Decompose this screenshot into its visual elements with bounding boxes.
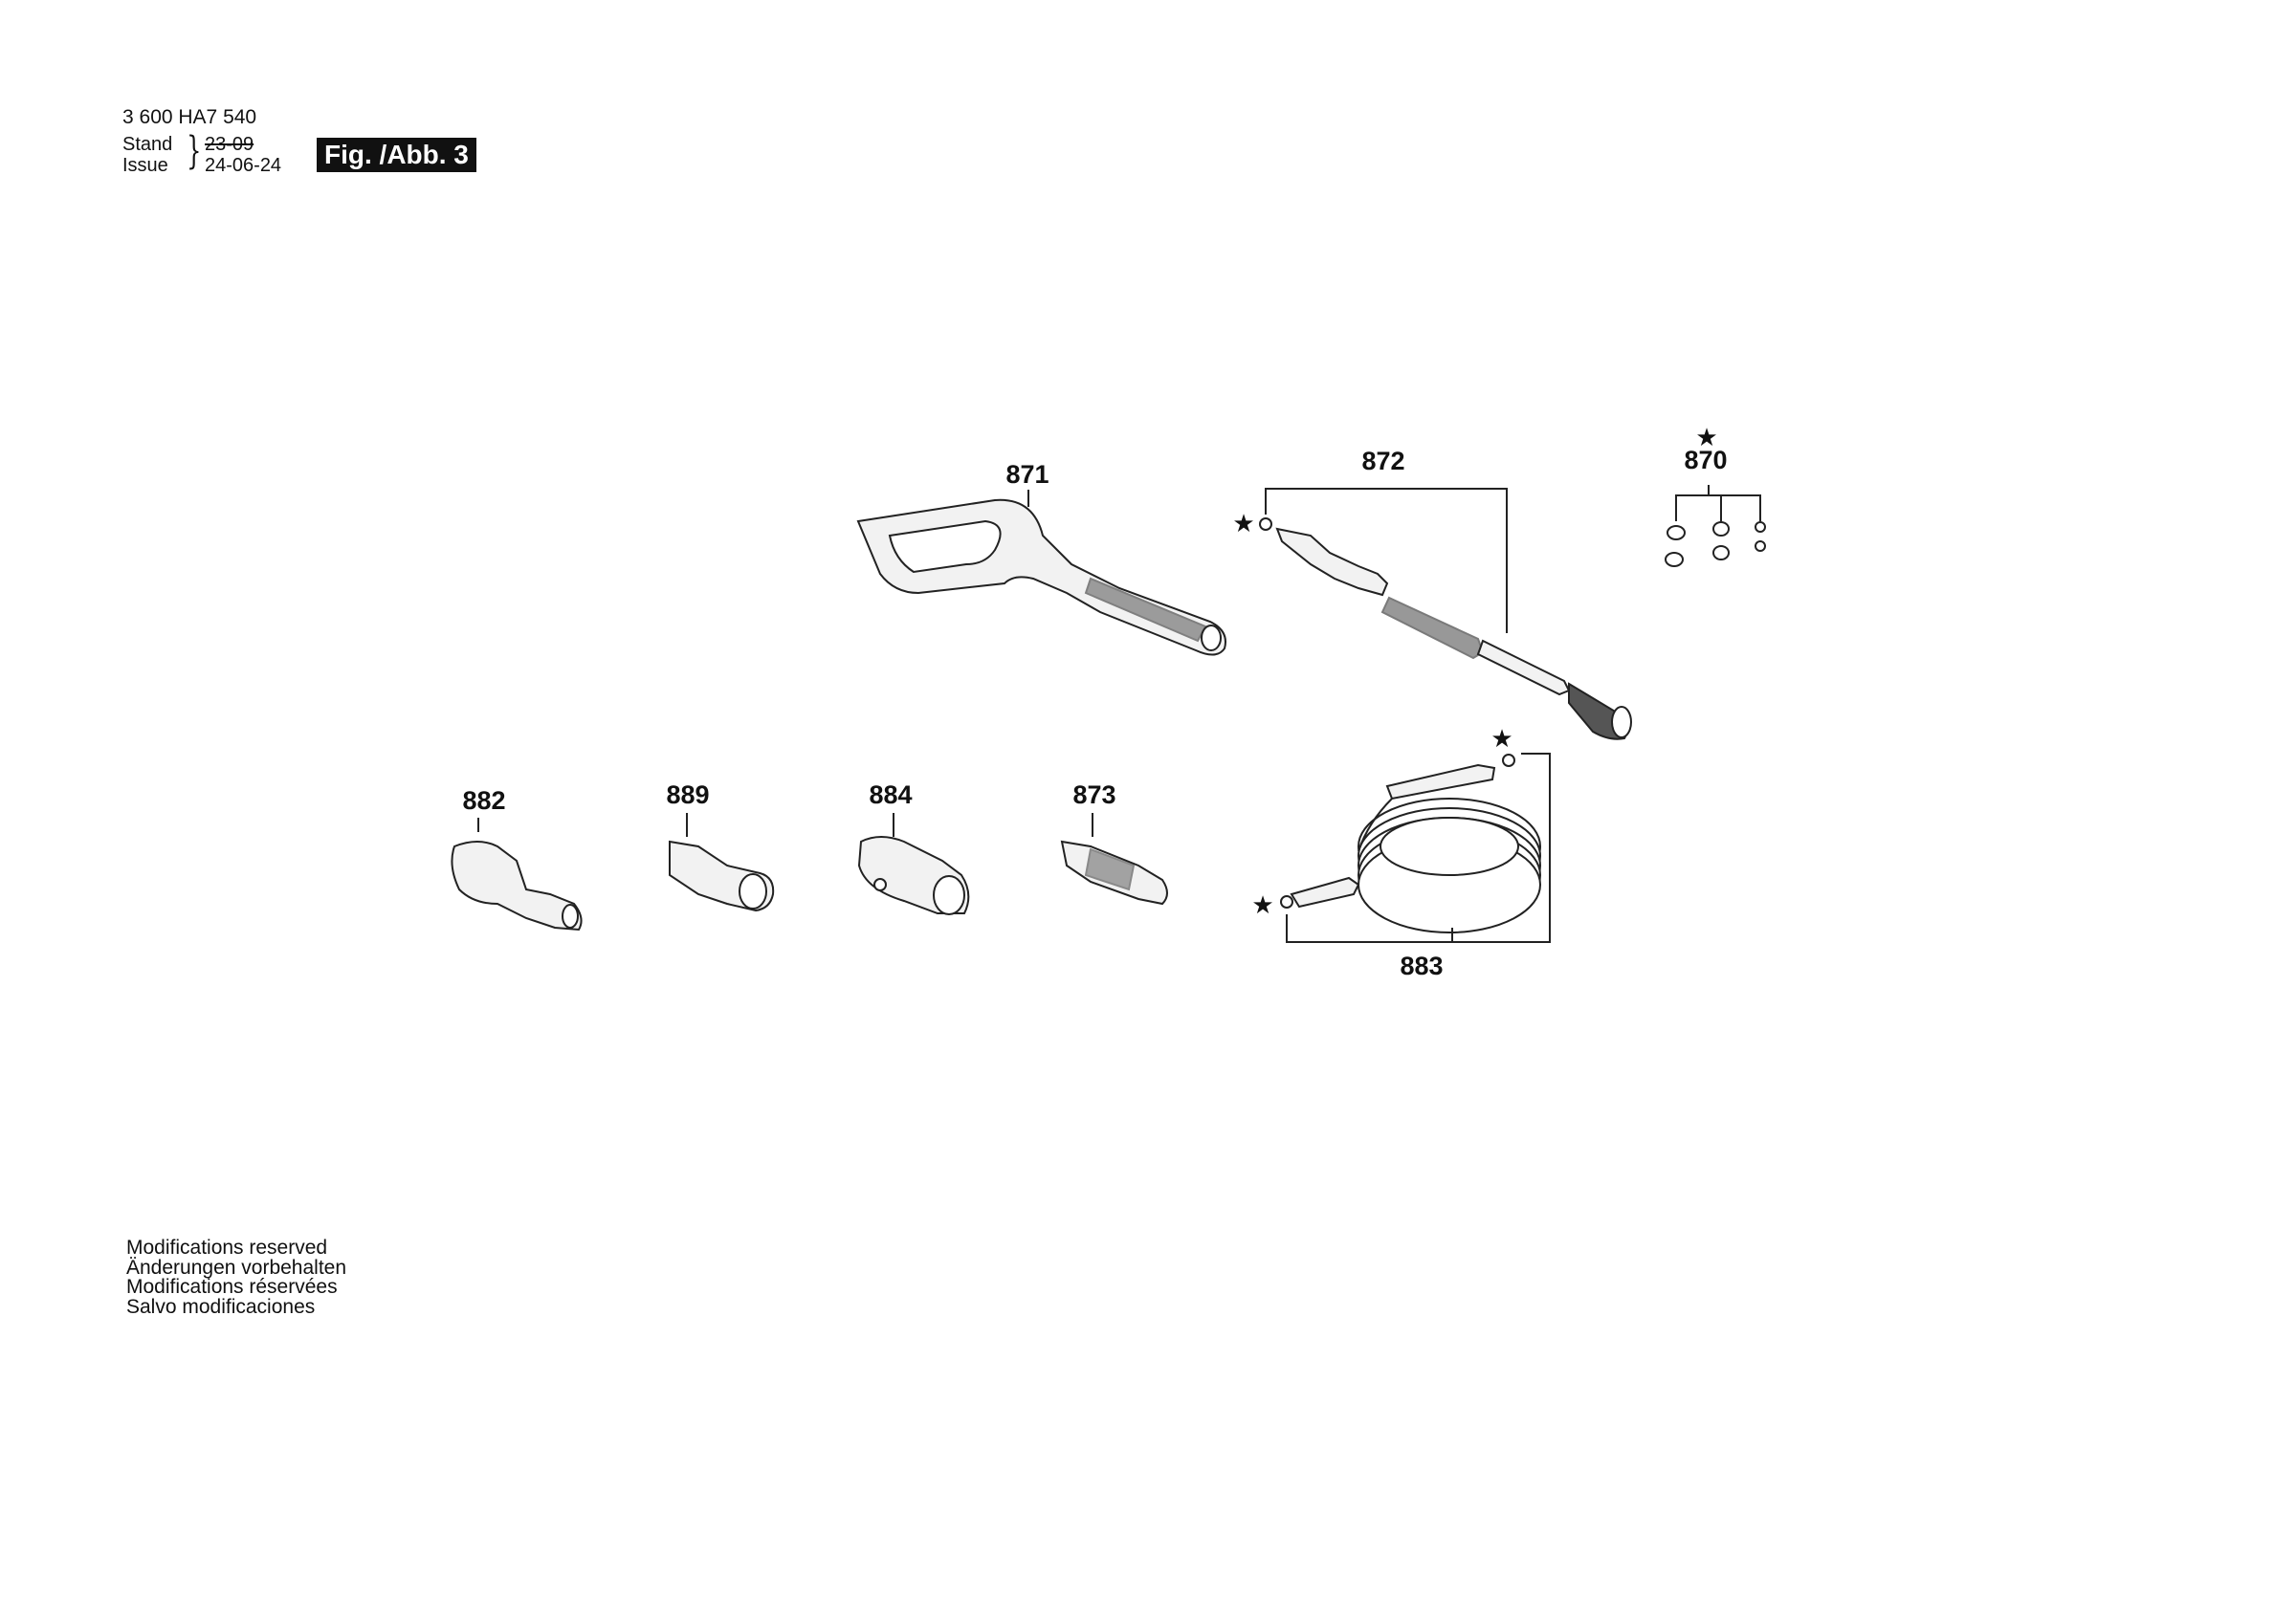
revision-dates: 23-09 24-06-24 <box>205 134 320 176</box>
brace-icon: } <box>187 129 202 173</box>
modifications-notice: Modifications reserved Änderungen vorbeh… <box>126 1237 347 1318</box>
part-870-o-ring-set <box>1665 485 1766 567</box>
notice-line-de: Änderungen vorbehalten <box>126 1256 347 1279</box>
part-label-872: 872 <box>1361 447 1404 475</box>
star-marker-icon: ★ <box>1251 891 1273 920</box>
part-882-adapter <box>451 841 583 932</box>
star-marker-icon: ★ <box>1232 510 1254 538</box>
revision-labels: Stand Issue <box>122 134 189 176</box>
part-872-lance <box>1259 517 1632 740</box>
figure-label: Fig. /Abb. 3 <box>317 138 476 172</box>
part-889-hose-connector <box>669 840 775 912</box>
notice-line-en: Modifications reserved <box>126 1237 328 1259</box>
document-number: 3 600 HA7 540 <box>122 106 257 128</box>
part-label-870: 870 <box>1684 446 1727 474</box>
part-873-nozzle <box>1060 840 1168 906</box>
issue-date: 24-06-24 <box>205 155 282 176</box>
part-label-882: 882 <box>462 786 505 815</box>
part-883-high-pressure-hose <box>1280 754 1541 933</box>
document-header: 3 600 HA7 540 <box>122 107 256 128</box>
part-884-quick-coupling <box>857 836 970 915</box>
leader-lines <box>477 488 1551 943</box>
issue-label: Issue <box>122 155 168 176</box>
star-marker-icon: ★ <box>1490 725 1512 754</box>
part-label-889: 889 <box>666 780 709 809</box>
part-label-873: 873 <box>1072 780 1115 809</box>
notice-line-es: Salvo modificaciones <box>126 1295 316 1318</box>
star-marker-icon: ★ <box>1695 424 1717 452</box>
part-label-884: 884 <box>869 780 912 809</box>
stand-date: 23-09 <box>205 134 254 155</box>
stand-label: Stand <box>122 134 173 155</box>
part-871-trigger-gun <box>856 498 1226 656</box>
part-label-883: 883 <box>1400 952 1443 980</box>
part-label-871: 871 <box>1005 460 1049 489</box>
notice-line-fr: Modifications réservées <box>126 1276 338 1298</box>
